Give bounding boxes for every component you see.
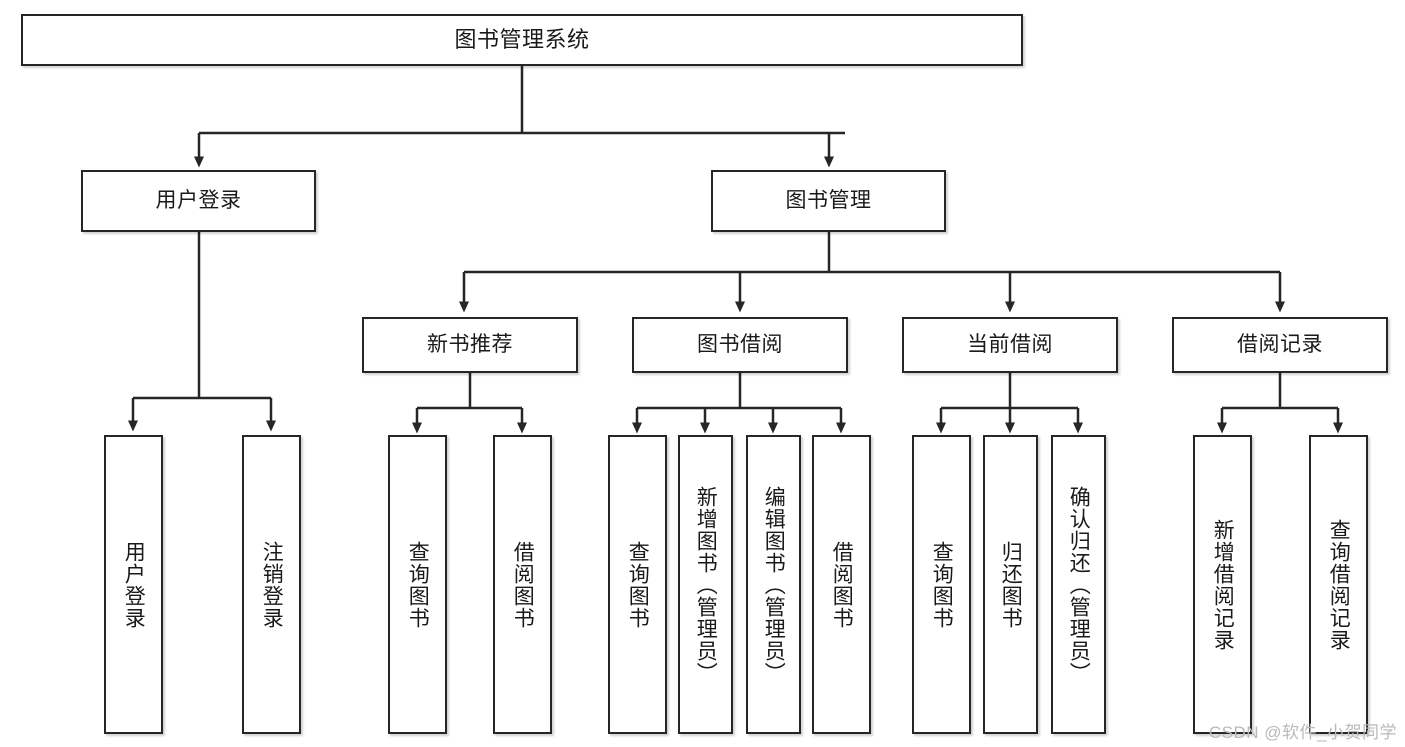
node-user-login-label: 用户登录	[155, 188, 242, 212]
leaf-add-record[interactable]: 新增借阅记录	[1193, 435, 1252, 734]
leaf-borrow-book-1-label: 借阅图书	[511, 540, 535, 629]
node-root[interactable]: 图书管理系统	[21, 14, 1023, 66]
leaf-query-record[interactable]: 查询借阅记录	[1309, 435, 1368, 734]
leaf-return-book-label: 归还图书	[999, 540, 1023, 629]
leaf-borrow-book-2-label: 借阅图书	[830, 540, 854, 629]
leaf-return-book[interactable]: 归还图书	[983, 435, 1038, 734]
leaf-logout[interactable]: 注销登录	[242, 435, 301, 734]
leaf-user-login[interactable]: 用户登录	[104, 435, 163, 734]
leaf-query-book-2[interactable]: 查询图书	[608, 435, 667, 734]
leaf-user-login-label: 用户登录	[122, 540, 146, 629]
leaf-query-book-1[interactable]: 查询图书	[388, 435, 447, 734]
leaf-edit-book[interactable]: 编辑图书（管理员）	[746, 435, 801, 734]
node-book-borrowing-label: 图书借阅	[697, 332, 783, 356]
leaf-confirm-return[interactable]: 确认归还（管理员）	[1051, 435, 1106, 734]
leaf-query-record-label: 查询借阅记录	[1327, 518, 1351, 651]
watermark: CSDN @软件_小贺同学	[1208, 723, 1397, 742]
leaf-edit-book-label: 编辑图书（管理员）	[762, 485, 786, 684]
node-borrowing-record[interactable]: 借阅记录	[1172, 317, 1388, 373]
node-book-management-label: 图书管理	[785, 188, 872, 212]
node-book-management[interactable]: 图书管理	[711, 170, 946, 232]
node-new-book-recommendation[interactable]: 新书推荐	[362, 317, 578, 373]
leaf-logout-label: 注销登录	[260, 540, 284, 629]
node-current-borrowing-label: 当前借阅	[967, 332, 1053, 356]
node-book-borrowing[interactable]: 图书借阅	[632, 317, 848, 373]
leaf-borrow-book-2[interactable]: 借阅图书	[812, 435, 871, 734]
leaf-borrow-book-1[interactable]: 借阅图书	[493, 435, 552, 734]
leaf-add-book-label: 新增图书（管理员）	[694, 485, 718, 684]
leaf-query-book-3[interactable]: 查询图书	[912, 435, 971, 734]
node-current-borrowing[interactable]: 当前借阅	[902, 317, 1118, 373]
leaf-add-record-label: 新增借阅记录	[1211, 518, 1235, 651]
leaf-query-book-3-label: 查询图书	[930, 540, 954, 629]
leaf-query-book-1-label: 查询图书	[406, 540, 430, 629]
node-user-login[interactable]: 用户登录	[81, 170, 316, 232]
leaf-query-book-2-label: 查询图书	[626, 540, 650, 629]
leaf-add-book[interactable]: 新增图书（管理员）	[678, 435, 733, 734]
node-root-label: 图书管理系统	[454, 27, 590, 53]
node-borrowing-record-label: 借阅记录	[1237, 332, 1323, 356]
leaf-confirm-return-label: 确认归还（管理员）	[1067, 485, 1091, 684]
node-new-book-recommendation-label: 新书推荐	[427, 332, 513, 356]
